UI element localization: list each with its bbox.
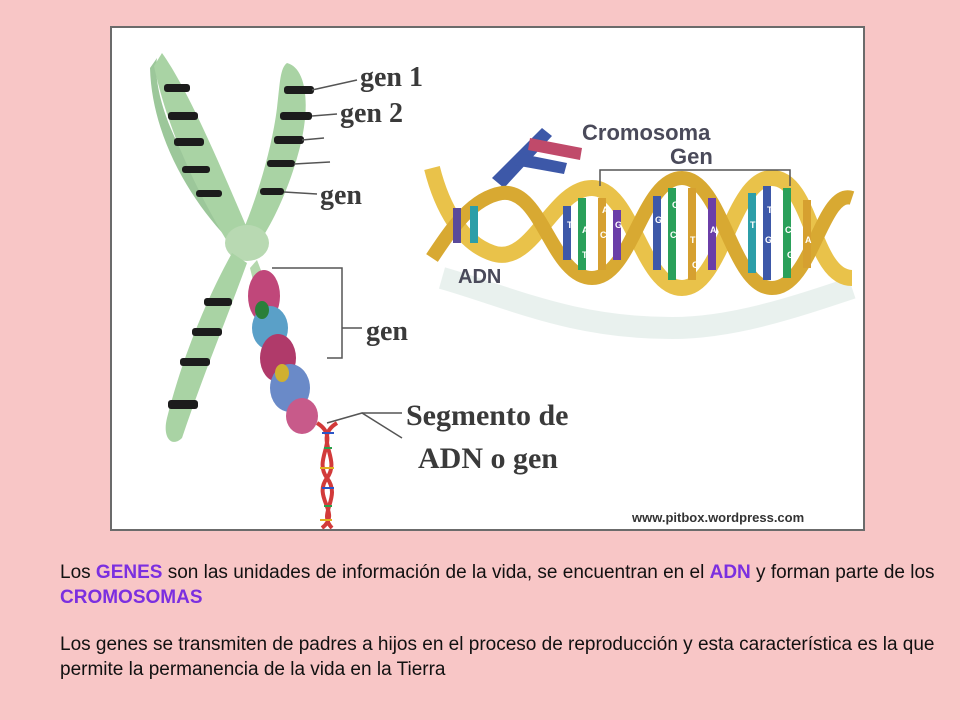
keyword-cromosomas: CROMOSOMAS (60, 587, 203, 608)
svg-text:G: G (787, 250, 794, 260)
svg-text:C: C (785, 225, 792, 235)
label-gen-a: gen (320, 180, 362, 211)
helix-base-pairs (453, 186, 811, 280)
helix-backbone-front (424, 165, 854, 297)
left-connector-lines (272, 79, 403, 439)
svg-text:G: G (615, 220, 622, 230)
p1-text-1: Los (60, 562, 96, 583)
label-cromosoma: Cromosoma (582, 120, 711, 145)
chromosome-bands (164, 84, 314, 409)
label-gen-b: gen (366, 316, 408, 347)
helix-backbone-back (426, 170, 855, 296)
svg-text:C: C (672, 200, 679, 210)
p1-text-2: son las unidades de información de la vi… (162, 562, 710, 583)
svg-text:G: G (765, 235, 772, 245)
svg-text:A: A (602, 205, 609, 215)
chromosome-arm-upper-right (242, 63, 306, 238)
gen-bracket (599, 169, 791, 186)
svg-text:C: C (600, 230, 607, 240)
label-gen-1: gen 1 (360, 62, 423, 93)
dna-helix-small (315, 421, 339, 529)
paragraph-transmision: Los genes se transmiten de padres a hijo… (60, 634, 935, 680)
paragraph-genes: Los GENES son las unidades de informació… (60, 560, 940, 610)
chromosome-arm-lower-left (165, 253, 247, 442)
illustration-svg: gen 1 gen 2 gen gen Segmento de ADN o ge… (150, 53, 856, 529)
svg-text:A: A (582, 225, 589, 235)
coiled-dna-region (248, 270, 318, 434)
helix-base-letters: T A C G G C T A T G C A T G C C T A (567, 200, 812, 270)
svg-text:C: C (670, 230, 677, 240)
keyword-adn: ADN (709, 562, 751, 583)
small-chromosome (492, 128, 582, 188)
svg-text:T: T (690, 235, 696, 245)
label-adn: ADN (458, 266, 501, 288)
p1-text-3: y forman parte de los (750, 562, 935, 583)
label-gen-right: Gen (670, 144, 713, 169)
centromere (225, 225, 269, 261)
chromosome-dna-illustration: gen 1 gen 2 gen gen Segmento de ADN o ge… (110, 26, 865, 531)
label-segmento-line1: Segmento de (406, 399, 568, 432)
dna-helix-large: T A C G G C T A T G C A T G C C T A (424, 128, 856, 340)
svg-text:G: G (655, 215, 662, 225)
svg-text:T: T (750, 220, 756, 230)
keyword-genes: GENES (95, 562, 163, 583)
svg-text:A: A (805, 235, 812, 245)
label-segmento-line2: ADN o gen (418, 442, 558, 475)
label-gen-2: gen 2 (340, 98, 403, 129)
image-credit: www.pitbox.wordpress.com (631, 510, 804, 525)
svg-text:T: T (567, 220, 573, 230)
chromosome-x (150, 53, 339, 529)
svg-text:T: T (582, 250, 588, 260)
svg-text:T: T (767, 205, 773, 215)
svg-text:C: C (692, 260, 699, 270)
svg-text:A: A (710, 225, 717, 235)
